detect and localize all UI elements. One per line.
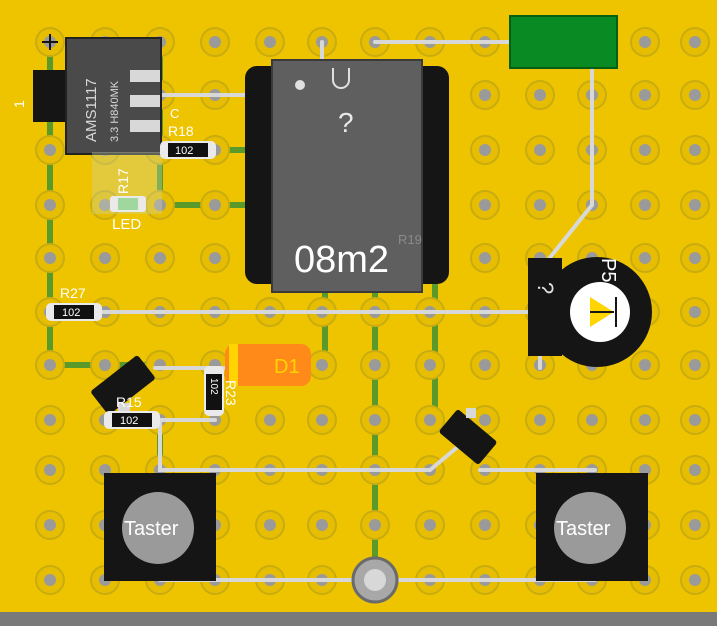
potentiometer: P5 ? <box>528 257 652 367</box>
pad-hole <box>99 359 111 371</box>
pad-hole <box>689 306 701 318</box>
resistor-r15-value: 102 <box>120 415 138 427</box>
button-right-label: Taster <box>556 518 611 540</box>
button-right: Taster <box>536 473 648 581</box>
pad-hole <box>424 359 436 371</box>
pad-hole <box>44 359 56 371</box>
pad-hole <box>639 252 651 264</box>
pad-hole <box>639 89 651 101</box>
pad-hole <box>534 89 546 101</box>
pad-hole <box>316 414 328 426</box>
regulator-marking-label: 3.3 H840MK <box>109 80 121 142</box>
resistor-r27-label: R27 <box>60 285 86 301</box>
pad-hole <box>209 252 221 264</box>
pad-hole <box>639 414 651 426</box>
diode-label: D1 <box>274 356 300 378</box>
pad-hole <box>689 89 701 101</box>
pad-hole <box>154 199 166 211</box>
board-bottom-edge <box>0 612 717 626</box>
pad-hole <box>689 36 701 48</box>
pad-hole <box>479 359 491 371</box>
pad-hole <box>44 414 56 426</box>
pad-hole <box>534 199 546 211</box>
pad-hole <box>534 414 546 426</box>
pad-hole <box>154 252 166 264</box>
transistor-right <box>439 408 497 464</box>
resistor-r15: R15 102 <box>104 394 160 429</box>
pad-hole <box>44 144 56 156</box>
regulator-part-label: AMS1117 <box>83 78 100 142</box>
ic-chip: ? 08m2 R19 <box>245 59 449 293</box>
pad-hole <box>424 519 436 531</box>
resistor-r17-label: R17 <box>115 168 131 194</box>
pad-hole <box>44 199 56 211</box>
led-component: R17 LED <box>92 152 162 233</box>
pad-hole <box>264 414 276 426</box>
resistor-r23-label: R23 <box>223 380 239 406</box>
pad-hole <box>689 199 701 211</box>
pad-hole <box>44 519 56 531</box>
mounting-screw <box>351 556 399 604</box>
pad-hole <box>369 414 381 426</box>
potentiometer-label: P5 <box>597 258 619 282</box>
resistor-r19-label: R19 <box>398 232 422 247</box>
pad-hole <box>424 414 436 426</box>
resistor-r18: C R18 102 <box>160 106 216 159</box>
pad-hole <box>369 519 381 531</box>
resistor-r23-value: 102 <box>208 378 219 395</box>
ic-pin1-marker: ? <box>338 107 354 138</box>
pad-hole <box>639 144 651 156</box>
pad-hole <box>689 574 701 586</box>
pad-hole <box>689 464 701 476</box>
pad-hole <box>99 252 111 264</box>
led-label: LED <box>112 216 141 233</box>
pad-hole <box>689 519 701 531</box>
pad-hole <box>209 199 221 211</box>
ic-label: 08m2 <box>294 239 389 281</box>
pad-hole <box>316 359 328 371</box>
pad-hole <box>689 252 701 264</box>
pad-hole <box>639 36 651 48</box>
regulator-pin-label: 1 <box>11 100 27 108</box>
resistor-r15-label: R15 <box>116 394 142 410</box>
resistor-r23: 102 R23 <box>204 366 239 416</box>
pad-hole <box>44 574 56 586</box>
pad-hole <box>639 199 651 211</box>
button-left: Taster <box>104 473 216 581</box>
pad-hole <box>99 199 111 211</box>
pad-hole <box>479 199 491 211</box>
pad-hole <box>639 359 651 371</box>
resistor-r27-value: 102 <box>62 307 80 319</box>
pad-hole <box>689 414 701 426</box>
button-left-label: Taster <box>124 518 179 540</box>
pad-hole <box>479 519 491 531</box>
resistor-r27: R27 102 <box>46 285 102 321</box>
pad-hole <box>44 464 56 476</box>
pad-hole <box>534 144 546 156</box>
pad-hole <box>316 519 328 531</box>
voltage-regulator: AMS1117 3.3 H840MK 1 <box>11 37 162 155</box>
pad-hole <box>44 252 56 264</box>
pad-hole <box>586 414 598 426</box>
diode-d1: D1 <box>225 344 311 386</box>
origin-marker <box>42 34 58 50</box>
pad-hole <box>479 252 491 264</box>
pad-hole <box>479 89 491 101</box>
capacitor-label: C <box>170 106 179 121</box>
pad-hole <box>369 359 381 371</box>
pad-hole <box>209 36 221 48</box>
pad-hole <box>264 519 276 531</box>
pad-hole <box>479 414 491 426</box>
resistor-r18-label: R18 <box>168 123 194 139</box>
resistor-r18-value: 102 <box>175 145 193 157</box>
pad-hole <box>689 359 701 371</box>
transistor-left <box>91 355 155 415</box>
power-connector <box>509 15 618 69</box>
pad-hole <box>689 144 701 156</box>
pad-hole <box>264 36 276 48</box>
potentiometer-marker: ? <box>533 282 558 294</box>
pad-hole <box>479 144 491 156</box>
